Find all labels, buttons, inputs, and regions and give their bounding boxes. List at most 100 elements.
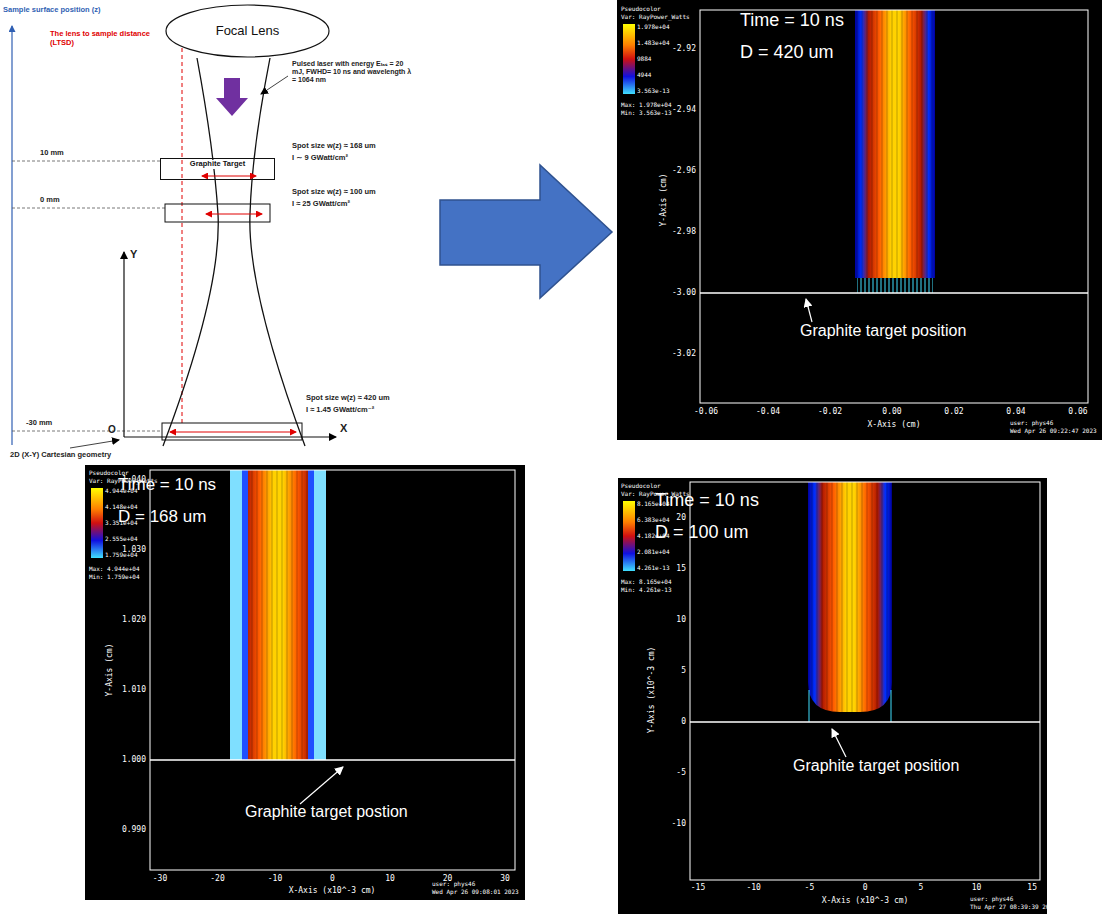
diagram-label: I ≈ 1.45 GWatt/cm⁻² — [306, 406, 374, 415]
simulation-panel-part — [617, 0, 1102, 440]
simulation-panel-part — [230, 470, 326, 760]
plot-annotation: 30 — [500, 874, 510, 883]
diagram-label: I ∼ 9 GWatt/cm² — [292, 154, 348, 163]
simulation-panel-part — [832, 729, 846, 757]
plot-annotation: Pseudocolor — [621, 483, 661, 490]
plot-annotation: Min: 1.759e+04 — [89, 574, 140, 581]
node-text: Graphite target postion — [245, 803, 408, 821]
plot-annotation: 0 — [681, 717, 686, 726]
plot-annotation: Y-Axis (x10^-3 cm) — [647, 647, 656, 734]
plot-annotation: Thu Apr 27 08:39:39 2023 — [970, 904, 1057, 911]
plot-annotation: -2.92 — [672, 44, 696, 53]
plot-annotation: -10 — [268, 874, 282, 883]
plot-annotation: user: phys46 — [970, 896, 1013, 903]
simulation-panel-part — [700, 292, 1088, 294]
plot-annotation: -0.02 — [818, 407, 842, 416]
plot-annotation: 4.944e+04 — [105, 488, 138, 495]
node-text: Graphite target position — [800, 322, 966, 340]
simulation-panel-part — [891, 690, 892, 722]
plot-annotation: user: phys46 — [1010, 420, 1053, 427]
diagram-label: Spot size w(z) ≈ 168 um — [292, 142, 376, 151]
plot-annotation: Var: RayPower_Watts — [621, 14, 690, 21]
plot-annotation: X-Axis (x10^-3 cm) — [289, 886, 376, 895]
schematic-part — [182, 48, 183, 424]
plot-annotation: -30 — [153, 874, 167, 883]
plot-annotation: 3.563e-13 — [637, 88, 670, 95]
plot-annotation: -3.00 — [672, 288, 696, 297]
plot-annotation: Max: 1.978e+04 — [621, 102, 672, 109]
plot-annotation: Min: 4.261e-13 — [621, 587, 672, 594]
plot-annotation: 1.010 — [122, 685, 146, 694]
schematic-part — [12, 161, 160, 162]
plot-annotation: Min: 3.563e-13 — [621, 110, 672, 117]
diagram-label: Sample surface position (z) — [3, 6, 101, 15]
simulation-panel-part — [150, 470, 515, 870]
diagram-label: 2D (X-Y) Cartesian geometry — [10, 451, 111, 460]
diagram-label: -30 mm — [26, 419, 52, 428]
diagram-label: Y — [130, 248, 137, 261]
plot-annotation: Var: RayPower_Watts — [621, 491, 690, 498]
plot-annotation: Y-Axis (cm) — [659, 174, 668, 227]
plot-annotation: 15 — [676, 564, 686, 573]
diagram-label: I ≈ 25 GWatt/cm² — [292, 200, 350, 209]
simulation-panel-part — [808, 482, 892, 712]
plot-annotation: 2.555e+04 — [105, 536, 138, 543]
schematic-part — [250, 58, 305, 446]
plot-annotation: 3.351e+04 — [105, 520, 138, 527]
diagram-label: Spot size w(z) ≈ 100 um — [292, 188, 376, 197]
plot-annotation: Y-Axis (cm) — [105, 644, 114, 697]
schematic-part — [206, 214, 262, 215]
plot-annotation: -10 — [746, 883, 760, 892]
target-box: Graphite Target — [160, 158, 275, 180]
plot-annotation: 1.020 — [122, 615, 146, 624]
block-arrow — [440, 165, 612, 298]
plot-annotation: 20 — [676, 513, 686, 522]
simulation-panel-part — [700, 10, 1088, 403]
plot-annotation: 0.06 — [1068, 407, 1087, 416]
plot-annotation: Wed Apr 26 09:22:47 2023 — [1010, 428, 1097, 435]
simulation-panel: Time = 10 nsD = 100 umGraphite target po… — [618, 478, 1047, 914]
plot-annotation: 0.990 — [122, 825, 146, 834]
plot-annotation: 1.483e+04 — [637, 40, 670, 47]
simulation-panel-part — [300, 767, 343, 804]
plot-annotation: 4944 — [637, 72, 651, 79]
plot-annotation: 9884 — [637, 56, 651, 63]
diagram-label: X — [340, 422, 347, 435]
plot-annotation: 0 — [330, 874, 335, 883]
plot-annotation: 5 — [681, 666, 686, 675]
diagram-label: Pulsed laser with energy Eₗₐₛ = 20 mJ, F… — [292, 60, 417, 84]
plot-annotation: 1.000 — [122, 755, 146, 764]
plot-annotation: 15 — [1027, 883, 1037, 892]
simulation-panel-part — [230, 470, 326, 760]
simulation-panel-part — [855, 10, 935, 278]
plot-annotation: -5 — [676, 768, 686, 777]
simulation-panel-part — [308, 470, 314, 760]
plot-annotation: X-Axis (x10^-3 cm) — [822, 896, 909, 905]
plot-annotation: 4.148e+04 — [105, 504, 138, 511]
schematic-part — [123, 252, 124, 437]
plot-annotation: 10 — [972, 883, 982, 892]
plot-annotation: -20 — [210, 874, 224, 883]
simulation-panel-part — [806, 299, 812, 322]
plot-annotation: user: phys46 — [432, 881, 475, 888]
plot-annotation: Wed Apr 26 09:08:01 2023 — [432, 889, 519, 896]
simulation-panel-part — [150, 759, 515, 761]
simulation-panel-part — [314, 470, 326, 760]
plot-annotation: -2.98 — [672, 227, 696, 236]
plot-annotation: Max: 8.165e+04 — [621, 579, 672, 586]
simulation-panel-part — [230, 470, 242, 760]
plot-annotation: 1.030 — [122, 545, 146, 554]
plot-annotation: Max: 4.944e+04 — [89, 566, 140, 573]
lens-outline — [166, 5, 329, 57]
schematic-part — [202, 176, 256, 177]
diagram-label: O — [108, 424, 116, 436]
node-text: Graphite target position — [793, 757, 959, 775]
node-text: Time = 10 ns — [740, 10, 844, 31]
simulation-panel-part — [242, 470, 248, 760]
plot-annotation: 6.383e+04 — [637, 517, 670, 524]
plot-annotation: 10 — [676, 615, 686, 624]
simulation-panel: Time = 10 nsD = 420 umGraphite target po… — [617, 0, 1102, 440]
